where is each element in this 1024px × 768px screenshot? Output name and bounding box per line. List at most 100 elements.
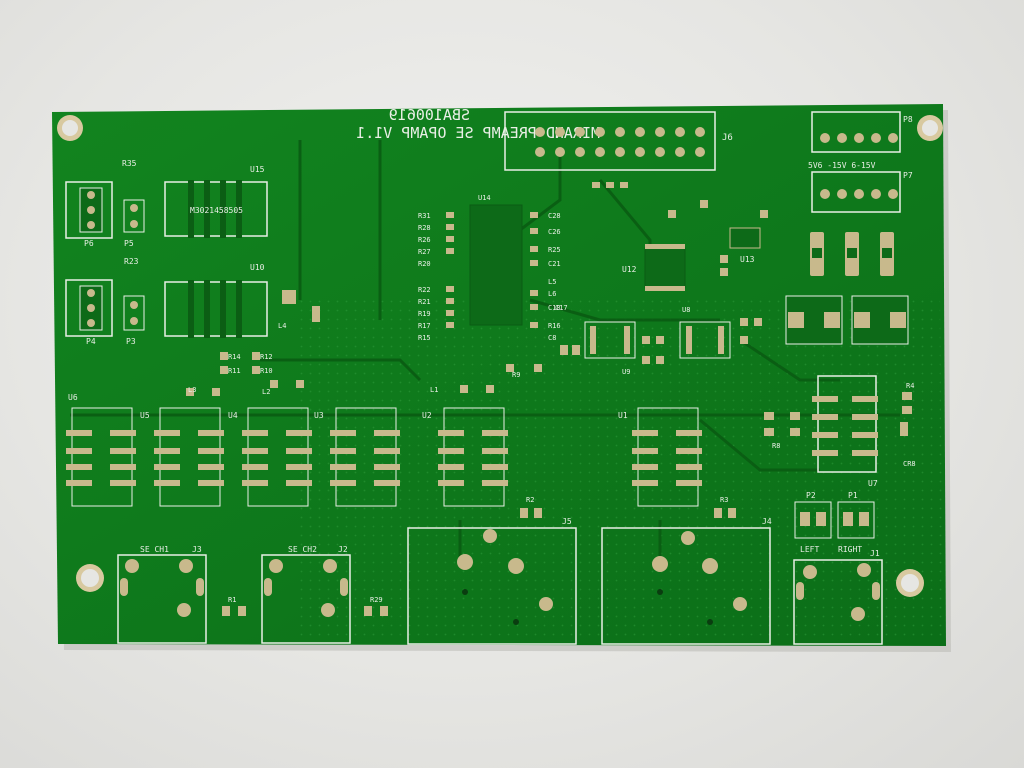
u10-label: U10 [250, 263, 265, 272]
r23-label: R23 [124, 257, 139, 266]
svg-text:R12: R12 [260, 353, 273, 361]
p8-connector: P8 [811, 111, 913, 153]
u4-ic: U4 [228, 407, 312, 507]
r-col-5: R22 [418, 286, 431, 294]
mounting-hole-bl [76, 564, 104, 592]
svg-text:R1: R1 [228, 596, 236, 604]
top-right-smd-pads [592, 182, 768, 276]
svg-text:L4: L4 [278, 322, 286, 330]
svg-text:R29: R29 [370, 596, 383, 604]
svg-text:L1: L1 [430, 386, 438, 394]
u5-ic: U5 [140, 407, 224, 507]
svg-text:CR8: CR8 [903, 460, 916, 468]
r-col-3: R27 [418, 248, 431, 256]
svg-text:U4: U4 [228, 411, 238, 420]
u1-ic: U1 [618, 407, 702, 507]
svg-text:U6: U6 [68, 393, 78, 402]
svg-text:U2: U2 [422, 411, 432, 420]
p5-connector: P5 [123, 199, 145, 248]
mounting-hole-tl [57, 115, 83, 141]
p8-label: P8 [903, 115, 913, 124]
j5-connector: J5 [407, 517, 577, 645]
u3-ic: U3 [314, 407, 400, 507]
j1-connector: J1 [793, 549, 883, 645]
u15-ic: M3021458505 U15 [164, 165, 268, 238]
mounting-hole-tr [917, 115, 943, 141]
p7-voltage-label: 5V6 -15V 6-15V [808, 161, 876, 170]
capacitor-bank [785, 232, 909, 345]
u7-ic: U7 [812, 375, 878, 488]
left-label: LEFT [800, 545, 819, 554]
r-col2-3: C21 [548, 260, 561, 268]
j2-connector: SE CH2 J2 [261, 545, 351, 644]
svg-text:U3: U3 [314, 411, 324, 420]
svg-text:P2: P2 [806, 491, 816, 500]
u12-ic: U12 [622, 244, 686, 291]
u15-label: U15 [250, 165, 265, 174]
r-col2-9: C8 [548, 334, 556, 342]
r-col-4: R20 [418, 260, 431, 268]
p6-label: P6 [84, 239, 94, 248]
u15-part: M3021458505 [190, 206, 243, 215]
u8-ic: U8 [679, 306, 731, 359]
r-col-9: R15 [418, 334, 431, 342]
u12-label: U12 [622, 265, 637, 274]
j6-label: J6 [722, 133, 733, 143]
u13-label: U13 [740, 255, 755, 264]
u8-label: U8 [682, 306, 690, 314]
svg-text:J4: J4 [762, 517, 772, 526]
p3-label: P3 [126, 337, 136, 346]
r-col-1: R28 [418, 224, 431, 232]
p7-label: P7 [903, 171, 913, 180]
r-col-6: R21 [418, 298, 431, 306]
r-col2-6: C18 [548, 304, 561, 312]
svg-text:L2: L2 [262, 388, 270, 396]
svg-text:R3: R3 [720, 496, 728, 504]
svg-text:U5: U5 [140, 411, 150, 420]
r-col2-1: C26 [548, 228, 561, 236]
p3-connector: P3 [123, 295, 145, 346]
svg-text:R9: R9 [512, 371, 520, 379]
svg-text:SE CH2: SE CH2 [288, 545, 317, 554]
p6-connector: P6 [65, 181, 113, 248]
r-col-2: R26 [418, 236, 431, 244]
right-label: RIGHT [838, 545, 862, 554]
u10-ic: U10 [164, 263, 268, 338]
svg-text:R2: R2 [526, 496, 534, 504]
r-col2-4: L5 [548, 278, 556, 286]
svg-text:R10: R10 [260, 367, 273, 375]
svg-text:J5: J5 [562, 517, 572, 526]
svg-text:L3: L3 [188, 386, 196, 394]
j4-connector: J4 [601, 517, 772, 645]
p1-connector: P1 RIGHT [837, 491, 875, 554]
r-col2-7: C17 [555, 304, 568, 312]
misc-smd-pads [186, 290, 912, 616]
u2-ic: U2 [422, 407, 508, 507]
u9-ic: U9 [584, 321, 636, 376]
u13-ic: U13 [729, 227, 761, 264]
mounting-hole-br [896, 569, 924, 597]
p4-label: P4 [86, 337, 96, 346]
svg-text:R11: R11 [228, 367, 241, 375]
svg-text:R14: R14 [228, 353, 241, 361]
svg-text:J2: J2 [338, 545, 348, 554]
opamp-row: U6 U5 U4 U3 U2 U1 [66, 393, 702, 507]
r-col-7: R19 [418, 310, 431, 318]
p4-connector: P4 [65, 279, 113, 346]
svg-text:SE CH1: SE CH1 [140, 545, 169, 554]
p5-label: P5 [124, 239, 134, 248]
r-col-0: R31 [418, 212, 431, 220]
u6-ic: U6 [66, 393, 136, 507]
r-col2-2: R25 [548, 246, 561, 254]
j6-header: J6 [504, 111, 733, 171]
svg-text:J3: J3 [192, 545, 202, 554]
u9-label: U9 [622, 368, 630, 376]
r-col2-5: L6 [548, 290, 556, 298]
title-line-1: SBA100619 [389, 106, 470, 124]
r-col2-8: R16 [548, 322, 561, 330]
u14-label: U14 [478, 194, 491, 202]
u14-area: U14 R31 R28 R26 R27 R20 R22 R21 R19 R17 … [418, 194, 568, 342]
misc-refdes: R1 R29 R2 R3 R4 R14 R11 R10 R12 R9 R8 L4… [188, 322, 916, 604]
j3-connector: SE CH1 J3 [117, 545, 207, 644]
